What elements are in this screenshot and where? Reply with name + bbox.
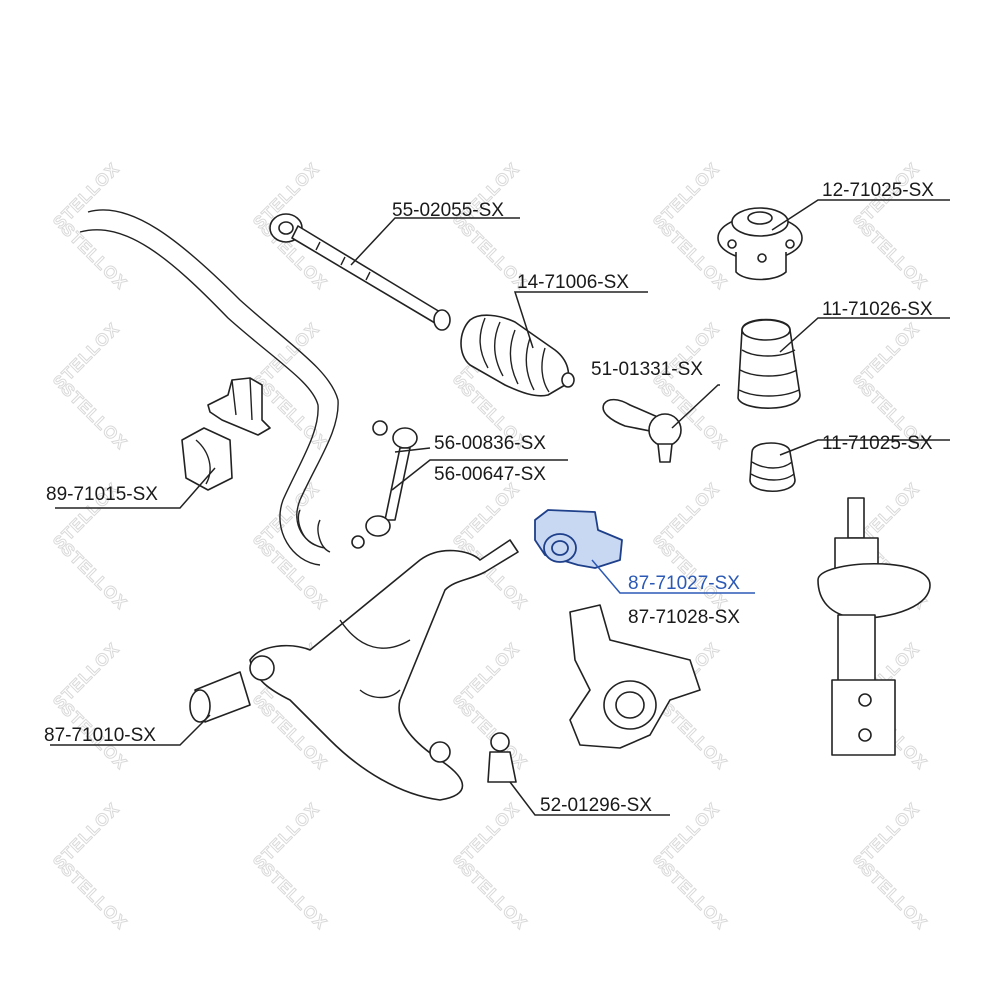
bump-stop — [749, 442, 796, 492]
strut-dust-boot — [737, 318, 801, 409]
label-87-71027-sx[interactable]: 87-71027-SX — [628, 573, 740, 594]
label-14-71006-sx[interactable]: 14-71006-SX — [517, 272, 629, 293]
stabilizer-bar — [79, 209, 339, 566]
label-56-00647-sx[interactable]: 56-00647-SX — [434, 464, 546, 485]
label-11-71025-sx[interactable]: 11-71025-SX — [822, 433, 933, 454]
label-51-01331-sx[interactable]: 51-01331-SX — [591, 359, 703, 380]
label-87-71010-sx[interactable]: 87-71010-SX — [44, 725, 156, 746]
leader-lines — [50, 199, 950, 816]
steering-knuckle — [569, 604, 701, 749]
svg-text:STELLOX: STELLOX — [49, 159, 123, 233]
stabilizer-link — [351, 420, 418, 549]
label-56-00836-sx[interactable]: 56-00836-SX — [434, 433, 546, 454]
label-12-71025-sx[interactable]: 12-71025-SX — [822, 180, 934, 201]
svg-text:STELLOX: STELLOX — [857, 219, 931, 293]
lower-control-arm — [249, 539, 519, 801]
tie-rod-end — [602, 398, 682, 463]
strut-mount — [717, 207, 803, 281]
control-arm-bushing — [189, 671, 251, 723]
highlighted-bushing — [534, 509, 623, 569]
label-87-71028-sx[interactable]: 87-71028-SX — [628, 607, 740, 628]
stabilizer-bracket — [207, 377, 271, 436]
ball-joint — [487, 732, 517, 783]
label-55-02055-sx[interactable]: 55-02055-SX — [392, 200, 504, 221]
svg-text:STELLOX: STELLOX — [449, 159, 523, 233]
shock-absorber — [817, 497, 931, 756]
svg-text:STELLOX: STELLOX — [649, 159, 723, 233]
label-52-01296-sx[interactable]: 52-01296-SX — [540, 795, 652, 816]
watermark-pattern: STELLOX STELLOX STELLOX STELLOX STELLOX … — [48, 159, 932, 934]
tie-rod — [269, 213, 451, 331]
label-89-71015-sx[interactable]: 89-71015-SX — [46, 484, 158, 505]
label-11-71026-sx[interactable]: 11-71026-SX — [822, 299, 933, 320]
steering-boot — [460, 314, 575, 397]
stabilizer-bushing — [181, 427, 233, 491]
